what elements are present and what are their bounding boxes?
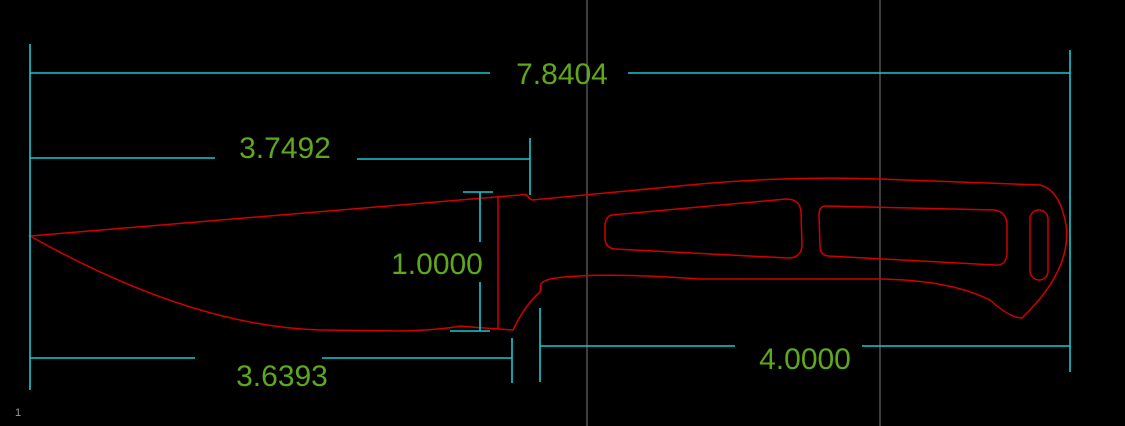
viewport-label: 1 <box>15 407 21 419</box>
dimension-value: 3.7492 <box>239 132 331 165</box>
handle-cutout-rear[interactable] <box>818 205 1008 266</box>
dimension-value: 7.8404 <box>516 58 608 91</box>
knife-profile[interactable] <box>27 177 1068 332</box>
handle-cutout-front[interactable] <box>604 198 803 259</box>
knife-outline[interactable] <box>27 177 1068 332</box>
dimension-blade-spine-length[interactable]: 3.7492 <box>30 132 531 195</box>
dimension-blade-edge-length[interactable]: 3.6393 <box>30 338 513 393</box>
dimension-blade-height[interactable]: 1.0000 <box>391 191 493 332</box>
dimension-value: 1.0000 <box>391 248 483 281</box>
dimension-handle-length[interactable]: 4.0000 <box>539 308 1070 382</box>
dimension-value: 3.6393 <box>236 360 328 393</box>
lanyard-slot[interactable] <box>1029 209 1049 281</box>
dimension-value: 4.0000 <box>759 343 851 376</box>
dimension-overall-length[interactable]: 7.8404 <box>29 44 1071 390</box>
